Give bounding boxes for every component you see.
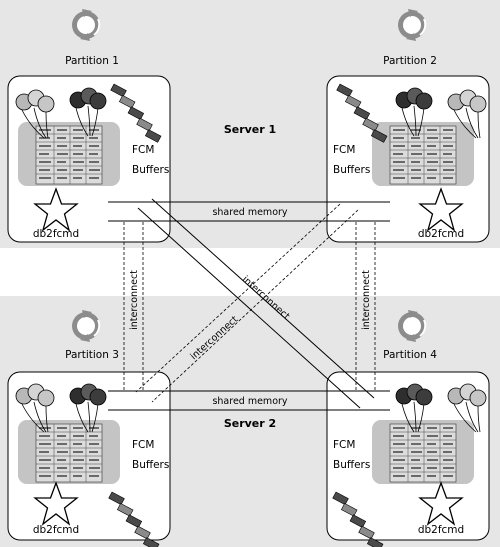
partition-4-table-icon	[389, 423, 457, 483]
partition-2-label: Partition 2	[383, 55, 437, 67]
partition-4-process-label: db2fcmd	[418, 524, 464, 536]
interconnect-left-band	[123, 222, 144, 390]
interconnect-right-label: interconnect	[361, 270, 372, 330]
interconnect-diagonal-a-band	[137, 198, 375, 409]
partition-4-label: Partition 4	[383, 349, 437, 361]
shared-memory-bottom-label: shared memory	[212, 396, 287, 407]
partition-3-label: Partition 3	[65, 349, 119, 361]
partition-3-buffers-label: Buffers	[132, 459, 169, 471]
partition-1-process-label: db2fcmd	[33, 228, 79, 240]
partition-4-fcm-label: FCM	[333, 439, 355, 451]
interconnect-diagonal-b-band	[135, 203, 359, 403]
server1-title: Server 1	[224, 123, 276, 136]
partition-3-fcm-label: FCM	[132, 439, 154, 451]
partition-1-label: Partition 1	[65, 55, 119, 67]
shared-memory-bottom-band	[108, 390, 390, 411]
partition-2-buffers-label: Buffers	[333, 164, 370, 176]
partition-3-table-icon	[35, 423, 103, 483]
interconnect-right-band	[355, 222, 376, 390]
interconnect-left-label: interconnect	[129, 270, 140, 330]
partition-2-process-label: db2fcmd	[418, 228, 464, 240]
partition-1-fcm-label: FCM	[132, 144, 154, 156]
shared-memory-top-label: shared memory	[212, 207, 287, 218]
partition-2-fcm-label: FCM	[333, 144, 355, 156]
partition-3-process-label: db2fcmd	[33, 524, 79, 536]
server2-title: Server 2	[224, 417, 276, 430]
partition-2-table-icon	[389, 125, 457, 185]
partition-4-buffers-label: Buffers	[333, 459, 370, 471]
partition-1-buffers-label: Buffers	[132, 164, 169, 176]
